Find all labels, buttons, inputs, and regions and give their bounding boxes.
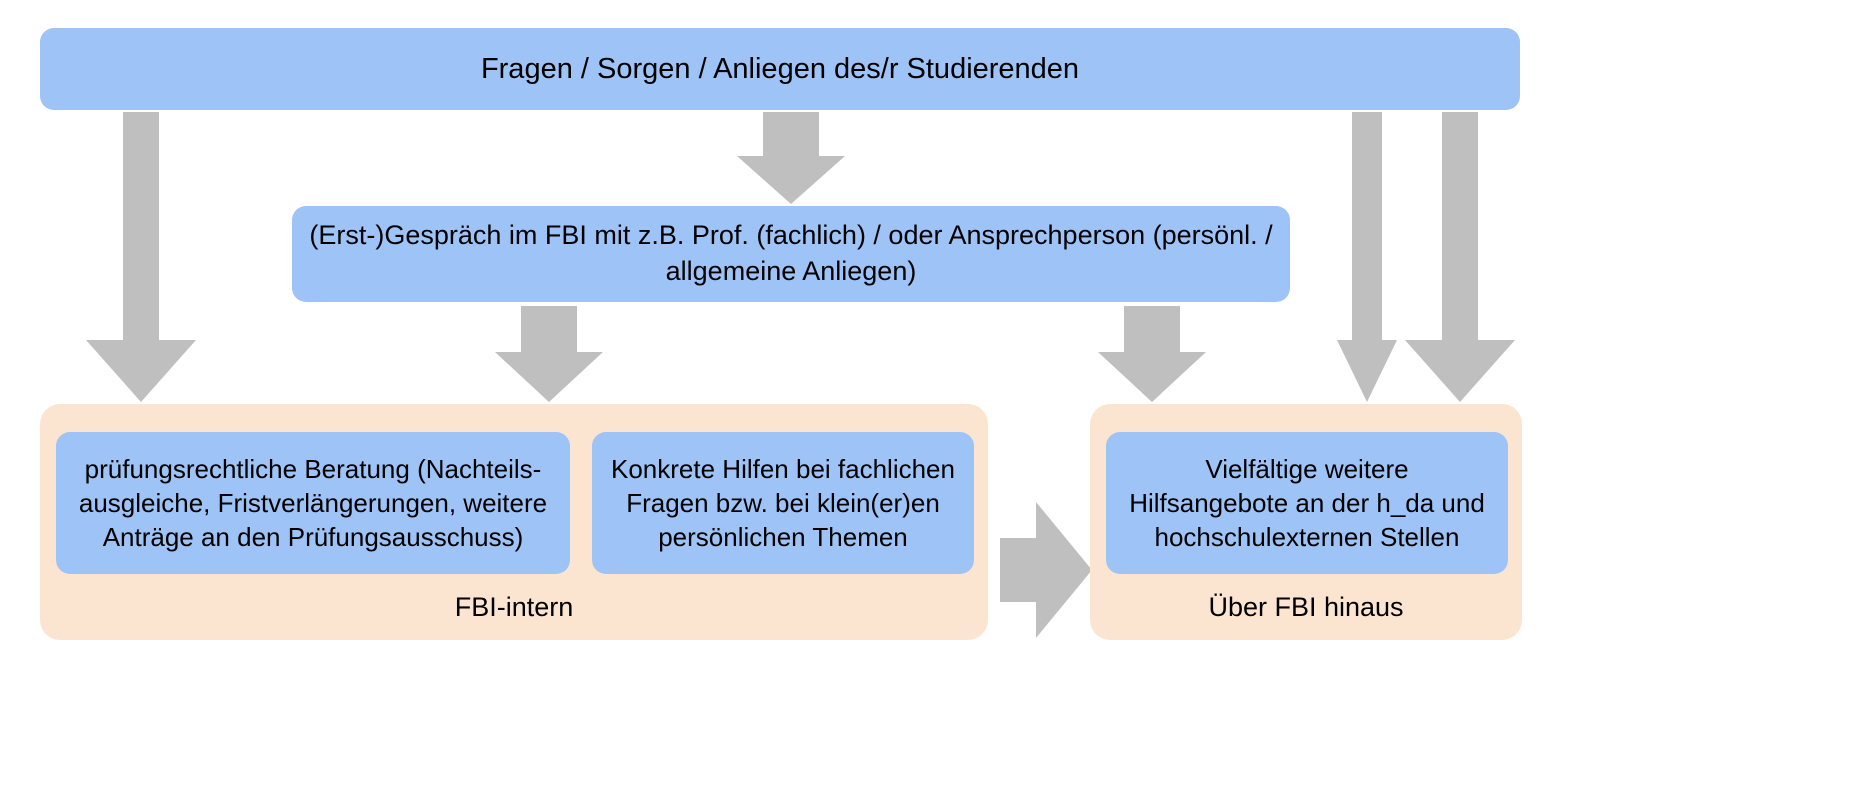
arrow-title-to-external-b-icon <box>1405 112 1515 402</box>
option-concrete-help-text: Konkrete Hilfen bei fachlichen Fragen bz… <box>611 453 955 553</box>
group-label-ueber-fbi-hinaus: Über FBI hinaus <box>1208 592 1404 622</box>
option-further-offers-box: Vielfältige weitere Hilfsangebote an der… <box>1106 432 1508 574</box>
option-exam-advice-text: prüfungsrechtliche Beratung (Nachteils- … <box>78 453 548 553</box>
title-box-text: Fragen / Sorgen / Anliegen des/r Studier… <box>480 52 1080 85</box>
arrow-title-to-external-a-icon <box>1337 112 1397 402</box>
arrow-consult-to-external-icon <box>1098 306 1206 402</box>
option-further-offers-text: Vielfältige weitere Hilfsangebote an der… <box>1129 453 1485 553</box>
arrow-title-to-consult-icon <box>737 112 845 204</box>
consult-box-text: (Erst-)Gespräch im FBI mit z.B. Prof. (f… <box>309 220 1273 286</box>
arrow-internal-to-external-icon <box>1000 502 1092 638</box>
option-concrete-help-box: Konkrete Hilfen bei fachlichen Fragen bz… <box>592 432 974 574</box>
option-exam-advice-box: prüfungsrechtliche Beratung (Nachteils- … <box>56 432 570 574</box>
group-label-fbi-intern: FBI-intern <box>454 592 574 622</box>
title-box: Fragen / Sorgen / Anliegen des/r Studier… <box>40 28 1520 110</box>
arrow-consult-to-concrete-help-icon <box>495 306 603 402</box>
consult-box: (Erst-)Gespräch im FBI mit z.B. Prof. (f… <box>292 206 1290 302</box>
arrow-title-to-exam-advice-icon <box>86 112 196 402</box>
